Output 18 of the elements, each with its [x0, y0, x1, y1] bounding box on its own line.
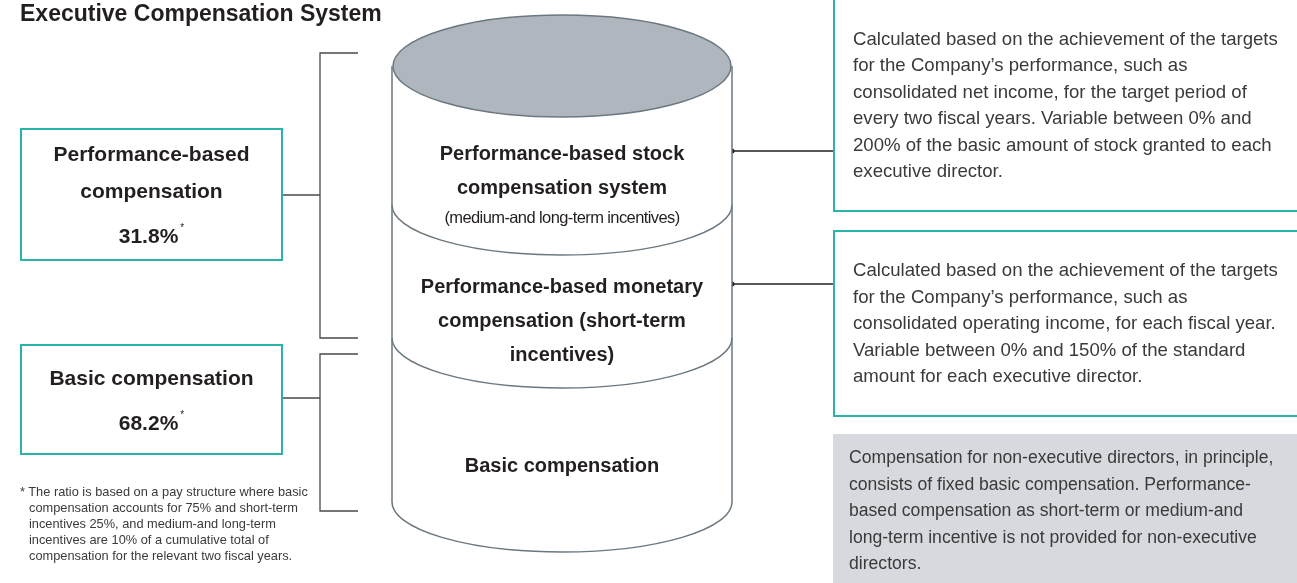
description-box	[833, 230, 1297, 417]
footnote: * The ratio is based on a pay structure where basic compensation accounts for 75% and short-term incentives 25%, and medium-and long-term incentives are 10% of a cumulative total of compensation for the relevant two fiscal years.	[20, 484, 309, 564]
note-panel	[833, 434, 1297, 583]
description-text: Calculated based on the achievement of the targets for the Company’s performance, such as consolidated net income, for the target period of every two fiscal years. Variable between 0% and 200% of the basic amount of stock granted to each executive director.	[853, 26, 1279, 183]
share-title: Basic compensation	[49, 364, 254, 391]
share-box	[20, 128, 283, 261]
diagram-title: Executive Compensation System	[20, 0, 382, 26]
layer-label: Performance-based stock compensation system	[438, 141, 686, 200]
share-box	[20, 344, 283, 455]
description-box	[833, 0, 1297, 212]
share-title: Performance-based compensation	[52, 141, 251, 204]
share-percent: 68.2%$^{*}$	[118, 407, 185, 436]
note-text: Compensation for non-executive directors, in principle, consists of fixed basic compensation. Performance-based compensation as short-term or medium-and long-term incentive is not provided for non-executive directors.	[849, 447, 1274, 573]
layer-label: (medium-and long-term incentives)	[444, 207, 680, 228]
layer-label: Basic compensation	[464, 453, 660, 478]
share-percent: 31.8%$^{*}$	[118, 221, 185, 249]
layer-label: Performance-based monetary compensation (short-term incentives)	[419, 274, 705, 367]
description-text: Calculated based on the achievement of the targets for the Company’s performance, such as consolidated operating income, for each fiscal year. Variable between 0% and 150% of the standard amount for each executive director.	[853, 258, 1279, 389]
